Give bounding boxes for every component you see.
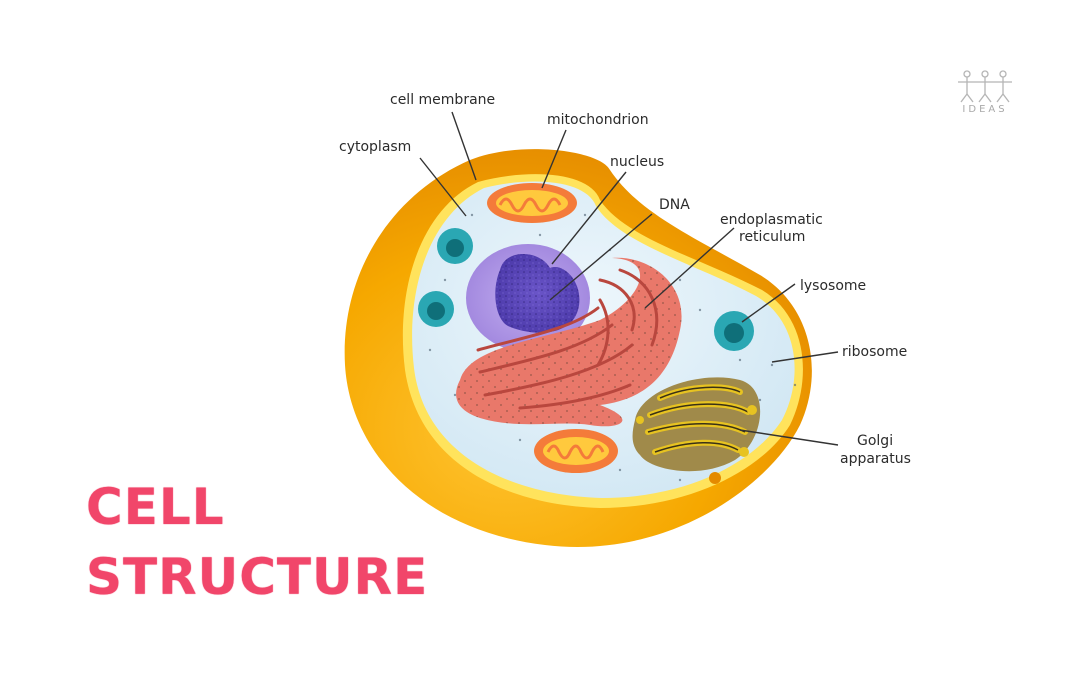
ideas-logo-icon	[958, 70, 1012, 103]
label-er-line2: reticulum	[739, 229, 805, 245]
lysosome-left-bottom	[418, 291, 454, 327]
label-mitochondrion: mitochondrion	[547, 112, 649, 128]
golgi-apparatus	[632, 377, 761, 484]
logo-text: IDEAS	[962, 104, 1008, 115]
label-cell-membrane: cell membrane	[390, 92, 495, 108]
title-line-1: CELL	[86, 478, 225, 536]
nucleus	[466, 244, 590, 352]
label-golgi-line2: apparatus	[840, 451, 911, 467]
label-lysosome: lysosome	[800, 278, 866, 294]
label-ribosome: ribosome	[842, 344, 907, 360]
label-nucleus: nucleus	[610, 154, 664, 170]
mitochondrion-bottom	[534, 429, 618, 473]
label-er-line1: endoplasmatic	[720, 212, 823, 228]
label-golgi-line1: Golgi	[857, 433, 893, 449]
mitochondrion-top	[487, 183, 577, 223]
leader-lines	[419, 111, 839, 446]
cytoplasm-speckles	[428, 213, 797, 482]
endoplasmic-reticulum	[456, 257, 682, 427]
lysosome-left-top	[437, 228, 473, 264]
label-dna: DNA	[659, 197, 690, 213]
label-cytoplasm: cytoplasm	[339, 139, 411, 155]
title-line-2: STRUCTURE	[86, 548, 429, 606]
